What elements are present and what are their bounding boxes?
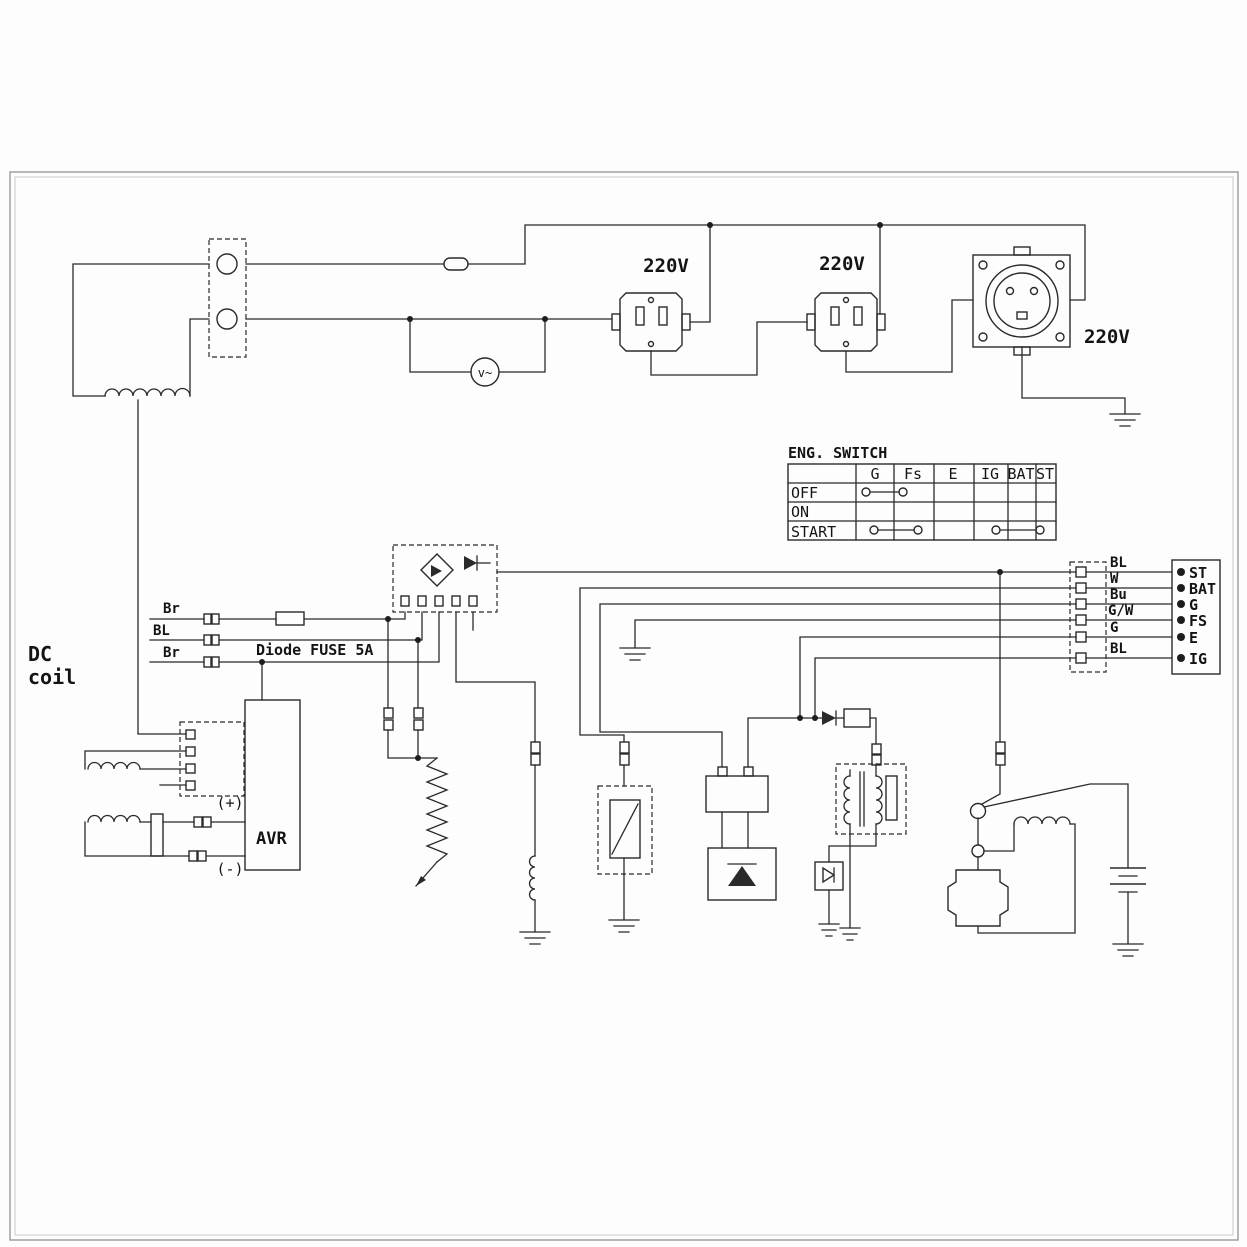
output-terminal-block	[208, 238, 247, 358]
wire-color-labels: BL W Bu G/W G BL	[1108, 555, 1134, 657]
label-bl: BL	[153, 623, 170, 639]
solenoid-coil	[1013, 816, 1071, 825]
diode-fuse-label: Diode FUSE 5A	[256, 641, 373, 659]
col-fs: Fs	[904, 465, 922, 483]
label-outlet-round-voltage: 220V	[1084, 326, 1130, 348]
zener-unit	[814, 861, 844, 891]
outlet-slot	[658, 306, 668, 326]
col-ig: IG	[981, 465, 999, 483]
eng-switch-table: ENG. SWITCH G Fs E IG BAT ST OFF ON STAR…	[787, 444, 1057, 541]
charging-coil-circuit	[84, 813, 246, 862]
label-outlet-left-voltage: 220V	[643, 255, 689, 277]
outlet-middle	[806, 292, 886, 352]
outlet-slot	[853, 306, 863, 326]
starter-motor	[947, 869, 1009, 927]
col-bat: BAT	[1007, 465, 1034, 483]
avr-box: AVR	[244, 699, 301, 871]
terminal-e: E	[1189, 629, 1198, 647]
label-br-bottom: Br	[163, 645, 180, 661]
wire-label-bl-2: BL	[1110, 641, 1127, 657]
col-e: E	[948, 465, 957, 483]
battery	[1110, 867, 1146, 893]
wire-label-gw: G/W	[1108, 603, 1134, 619]
line-fuse	[443, 257, 469, 271]
avr-connector	[179, 721, 245, 797]
terminal-ig: IG	[1189, 650, 1207, 668]
main-winding-coil	[104, 387, 191, 397]
starter-relay	[969, 741, 1006, 858]
wire-label-bl-1: BL	[1110, 555, 1127, 571]
terminal-fs: FS	[1189, 612, 1207, 630]
lamp-unit	[597, 741, 653, 875]
wiring	[72, 224, 1173, 945]
ground-symbols	[519, 413, 1144, 957]
harness-connector	[1069, 561, 1107, 673]
border-frame	[9, 171, 1239, 1241]
terminal-st: ST	[1189, 564, 1207, 582]
terminal-strip: ST BAT G FS E IG	[1171, 559, 1221, 675]
terminal-bat: BAT	[1189, 580, 1216, 598]
row-off: OFF	[791, 484, 818, 502]
avr-plus-label: (+)	[216, 794, 243, 812]
resistor-unit	[383, 707, 449, 887]
outlet-slot	[635, 306, 645, 326]
dc-coil-label: DC coil	[28, 642, 76, 689]
dc-coil-line1: DC	[28, 642, 52, 666]
avr-label: AVR	[256, 829, 287, 849]
wire-label-w: W	[1110, 571, 1119, 587]
row-on: ON	[791, 503, 809, 521]
voltmeter-label: v~	[478, 366, 492, 380]
avr-minus-label: (-)	[216, 860, 243, 878]
switch-contacts	[861, 487, 1045, 535]
sub-winding-coil	[87, 761, 141, 770]
bullet-connectors-excitation	[203, 613, 220, 668]
junction-dots	[259, 222, 1003, 761]
control-box	[705, 766, 769, 813]
condenser	[150, 813, 164, 857]
wire-label-g: G	[1110, 620, 1118, 636]
ignition-coil	[835, 763, 907, 835]
rectifier-unit	[392, 544, 498, 613]
terminal-g: G	[1189, 596, 1198, 614]
col-st: ST	[1036, 465, 1054, 483]
diode-fuse-body	[275, 611, 305, 626]
row-start: START	[791, 523, 836, 541]
outlet-slot	[830, 306, 840, 326]
scr-unit	[707, 847, 777, 901]
outlet-round	[972, 246, 1071, 356]
outlet-left	[611, 292, 691, 352]
label-br-top: Br	[163, 601, 180, 617]
choke-coil	[528, 741, 541, 901]
eng-switch-title: ENG. SWITCH	[788, 444, 887, 462]
dc-coil-line2: coil	[28, 665, 76, 689]
voltmeter: v~	[470, 357, 500, 387]
wire-label-bu: Bu	[1110, 587, 1127, 603]
col-g: G	[870, 465, 879, 483]
label-outlet-middle-voltage: 220V	[819, 253, 865, 275]
